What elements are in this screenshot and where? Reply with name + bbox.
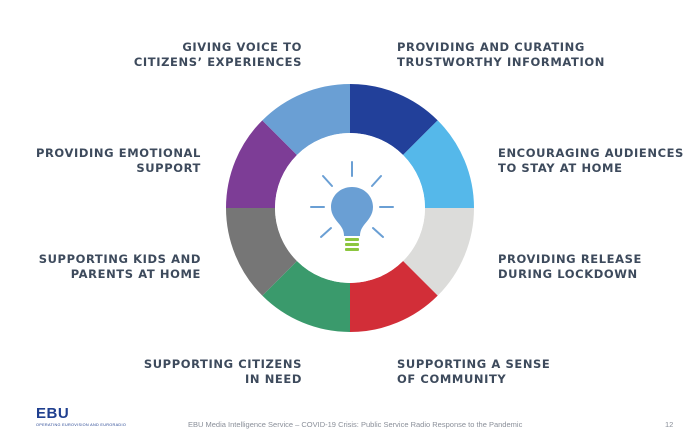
label-line: SUPPORTING KIDS AND xyxy=(38,252,201,266)
label-line: PROVIDING AND CURATING xyxy=(397,40,585,54)
label-line: ENCOURAGING AUDIENCES xyxy=(498,146,684,160)
segment-providing-release xyxy=(403,208,474,296)
bulb-base xyxy=(345,238,359,251)
label-line: SUPPORTING A SENSE xyxy=(397,357,551,371)
wheel-segments xyxy=(226,84,474,332)
label-giving-voice: GIVING VOICE TO CITIZENS’ EXPERIENCES xyxy=(134,40,302,70)
segment-encouraging-stay-home xyxy=(403,120,474,208)
label-line: PARENTS AT HOME xyxy=(70,267,201,281)
label-emotional-support: PROVIDING EMOTIONAL SUPPORT xyxy=(36,146,201,176)
page-number: 12 xyxy=(665,420,674,429)
label-providing-curating: PROVIDING AND CURATING TRUSTWORTHY INFOR… xyxy=(397,40,605,70)
segment-supporting-community xyxy=(350,261,438,332)
label-line: TO STAY AT HOME xyxy=(498,161,623,175)
label-encouraging: ENCOURAGING AUDIENCES TO STAY AT HOME xyxy=(498,146,684,176)
label-release: PROVIDING RELEASE DURING LOCKDOWN xyxy=(498,252,642,282)
label-line: TRUSTWORTHY INFORMATION xyxy=(397,55,605,69)
label-kids-parents: SUPPORTING KIDS AND PARENTS AT HOME xyxy=(39,252,201,282)
label-citizens-need: SUPPORTING CITIZENS IN NEED xyxy=(144,357,302,387)
label-line: SUPPORTING CITIZENS xyxy=(143,357,302,371)
segment-providing-emotional-support xyxy=(226,120,297,208)
label-line: CITIZENS’ EXPERIENCES xyxy=(133,55,302,69)
segment-supporting-kids-parents xyxy=(226,208,297,296)
label-line: IN NEED xyxy=(245,372,302,386)
segment-providing-curating xyxy=(350,84,438,155)
label-line: OF COMMUNITY xyxy=(397,372,507,386)
label-line: PROVIDING RELEASE xyxy=(498,252,642,266)
ebu-logo: EBU xyxy=(36,405,70,422)
bulb-glass xyxy=(331,187,373,236)
segment-supporting-citizens-need xyxy=(262,261,350,332)
label-community: SUPPORTING A SENSE OF COMMUNITY xyxy=(397,357,550,387)
label-line: SUPPORT xyxy=(136,161,201,175)
label-line: GIVING VOICE TO xyxy=(182,40,302,54)
label-line: DURING LOCKDOWN xyxy=(498,267,638,281)
footer-text: EBU Media Intelligence Service – COVID-1… xyxy=(188,420,523,429)
lightbulb-icon xyxy=(310,161,394,251)
label-line: PROVIDING EMOTIONAL xyxy=(35,146,201,160)
light-rays xyxy=(310,161,394,238)
ebu-tagline: OPERATING EUROVISION AND EURORADIO xyxy=(36,423,127,427)
segment-giving-voice xyxy=(262,84,350,155)
